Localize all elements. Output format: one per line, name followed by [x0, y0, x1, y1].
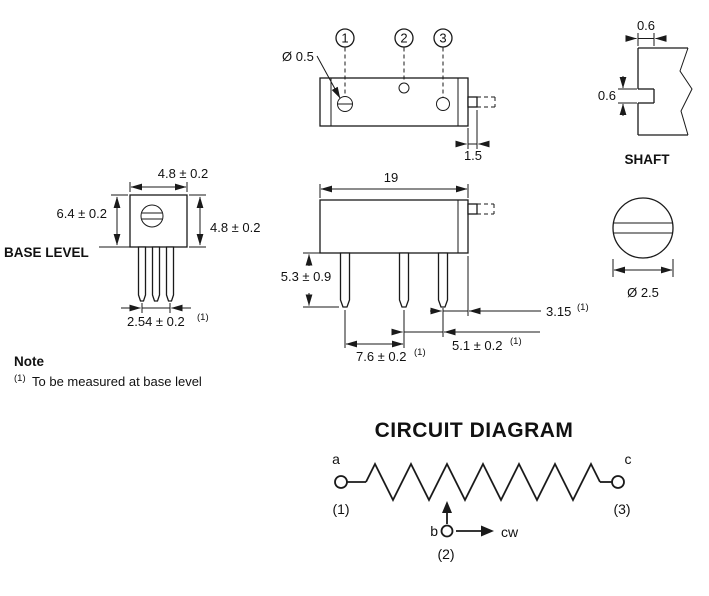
height-above-base-text: 4.8 ± 0.2 — [210, 220, 261, 235]
hole-diameter-label: Ø 0.5 — [282, 49, 314, 64]
shaft-end-view: Ø 2.5 — [612, 197, 674, 300]
cw-label: cw — [501, 524, 519, 540]
note-text: To be measured at base level — [32, 374, 202, 389]
terminal-c-label: c — [625, 451, 632, 467]
pin-length-text: 5.3 ± 0.9 — [281, 269, 332, 284]
shaft-stub-side — [467, 203, 478, 215]
terminal-a-pin-label: (1) — [332, 501, 349, 517]
note-block: Note (1) To be measured at base level — [14, 354, 202, 389]
shaft-end-circle — [612, 197, 674, 259]
stub-length-text: 1.5 — [464, 148, 482, 163]
terminal-3-callout — [433, 28, 453, 48]
front-view: BASE LEVEL 4.8 ± 0.2 6.4 ± 0.2 4.8 ± 0.2… — [4, 166, 261, 329]
front-view-body — [129, 194, 188, 248]
slot-width-text: 0.6 — [598, 88, 616, 103]
dim-stub-length: 1.5 — [455, 110, 490, 163]
dim-height-above-base: 4.8 ± 0.2 — [189, 194, 261, 248]
dim-pin-length: 5.3 ± 0.9 — [281, 252, 339, 308]
terminal-3-number: 3 — [439, 31, 446, 46]
pin-span-note: (1) — [197, 312, 209, 323]
terminal-1-number: 1 — [341, 31, 348, 46]
pin-span-text: 2.54 ± 0.2 — [127, 314, 185, 329]
shaft-diameter-text: Ø 2.5 — [627, 285, 659, 300]
shaft-stub — [467, 96, 478, 108]
top-view: 1 2 3 Ø 0.5 1.5 — [282, 28, 496, 163]
shaft-detail: 0.6 0.6 SHAFT — [598, 18, 693, 167]
circuit-title: CIRCUIT DIAGRAM — [375, 419, 574, 442]
side-view-body — [319, 199, 469, 254]
front-pin — [137, 246, 147, 302]
terminal-1-callout — [335, 28, 355, 48]
dim-body-length: 19 — [319, 170, 469, 198]
dim-overall-height: 6.4 ± 0.2 — [56, 194, 128, 246]
wiper-pin-label: (2) — [437, 546, 454, 562]
body-length-text: 19 — [384, 170, 398, 185]
break-line — [679, 47, 693, 136]
dim-slot-width: 0.6 — [598, 76, 637, 116]
front-pin — [151, 246, 161, 302]
overall-height-text: 6.4 ± 0.2 — [56, 206, 107, 221]
body-width-text: 4.8 ± 0.2 — [158, 166, 209, 181]
terminal-c-pin-label: (3) — [613, 501, 630, 517]
wiper-arrowhead-icon — [442, 501, 452, 513]
dim-slot-depth: 0.6 — [625, 18, 667, 46]
side-pin-1 — [339, 252, 351, 308]
pin3-to-edge-text: 3.15 — [546, 304, 571, 319]
top-view-body — [319, 77, 469, 127]
cw-arrowhead-icon — [481, 525, 494, 537]
note-title: Note — [14, 354, 44, 369]
dim-pin3-to-edge: 3.15 (1) — [430, 256, 589, 337]
dim-pin2-pin3-pitch: 5.1 ± 0.2 (1) — [391, 310, 540, 353]
terminal-2-number: 2 — [400, 31, 407, 46]
pin2-pin3-pitch-text: 5.1 ± 0.2 — [452, 338, 503, 353]
note-marker: (1) — [14, 373, 26, 384]
terminal-c-node — [611, 475, 625, 489]
terminal-2-callout — [394, 28, 414, 48]
dim-shaft-diameter: Ø 2.5 — [612, 259, 674, 300]
side-view: 19 5.3 ± 0.9 3.15 (1) 5.1 ± 0.2 — [281, 170, 589, 364]
front-pin — [165, 246, 175, 302]
dim-pin1-pin2-pitch: 7.6 ± 0.2 (1) — [344, 310, 426, 364]
terminal-a-label: a — [332, 451, 340, 467]
dim-body-width: 4.8 ± 0.2 — [129, 166, 209, 192]
hole-diameter-leader — [316, 55, 341, 99]
slot-depth-text: 0.6 — [637, 18, 655, 33]
wiper-node — [440, 524, 454, 538]
pin1-pin2-pitch-text: 7.6 ± 0.2 — [356, 349, 407, 364]
shaft-caption: SHAFT — [625, 152, 671, 167]
terminal-3-hole — [436, 97, 450, 111]
wiper-label: b — [430, 523, 438, 539]
pin1-pin2-pitch-note: (1) — [414, 347, 426, 358]
side-pin-2 — [398, 252, 410, 308]
adjust-screw-circle — [140, 204, 164, 228]
dim-pin-span: 2.54 ± 0.2 (1) — [121, 303, 209, 329]
circuit-diagram: CIRCUIT DIAGRAM a c (1) (3) b (2) cw — [332, 419, 631, 562]
side-pin-3 — [437, 252, 449, 308]
pin3-to-edge-note: (1) — [577, 302, 589, 313]
terminal-2-hole — [398, 82, 410, 94]
terminal-a-node — [334, 475, 348, 489]
base-level-label: BASE LEVEL — [4, 245, 89, 260]
pin2-pin3-pitch-note: (1) — [510, 336, 522, 347]
resistor-zigzag — [365, 461, 601, 503]
